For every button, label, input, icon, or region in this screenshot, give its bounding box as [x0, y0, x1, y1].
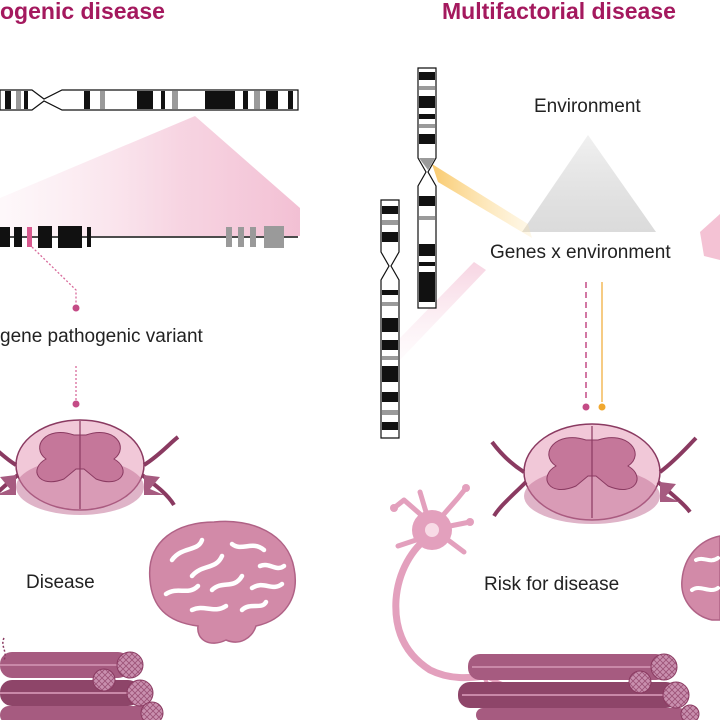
variant-dot: [72, 304, 80, 312]
left-panel-title: ogenic disease: [0, 0, 165, 24]
gene-icon: [0, 226, 298, 248]
chromosome-highlight-yellow: [432, 164, 532, 238]
disease-label: Disease: [26, 572, 95, 593]
environment-label: Environment: [534, 96, 641, 117]
variant-connector: [31, 246, 77, 306]
zoom-highlight: [0, 116, 300, 236]
right-panel-title: Multifactorial disease: [442, 0, 676, 24]
genetic-connector-dot: [582, 403, 590, 411]
environment-triangle-icon: [522, 135, 656, 232]
brain-icon: [149, 520, 296, 644]
chromosome-icon: [417, 67, 437, 309]
spinal-cord-icon: [490, 423, 698, 524]
genes-environment-label: Genes x environment: [490, 242, 671, 263]
environment-connector-dot: [598, 403, 606, 411]
right-panel: [380, 67, 720, 720]
left-panel: [0, 89, 300, 720]
right-edge-highlight: [700, 214, 720, 260]
risk-label: Risk for disease: [484, 574, 620, 595]
spinal-cord-icon: [0, 419, 180, 515]
chromosome-highlight-pink: [400, 262, 486, 360]
variant-label: gene pathogenic variant: [0, 326, 203, 347]
muscle-fiber-icon: [458, 653, 700, 720]
disease-dot: [72, 400, 80, 408]
chromosome-icon: [380, 199, 400, 439]
muscle-fiber-icon: [0, 637, 164, 720]
brain-icon: [681, 535, 720, 621]
chromosome-icon: [0, 89, 299, 111]
